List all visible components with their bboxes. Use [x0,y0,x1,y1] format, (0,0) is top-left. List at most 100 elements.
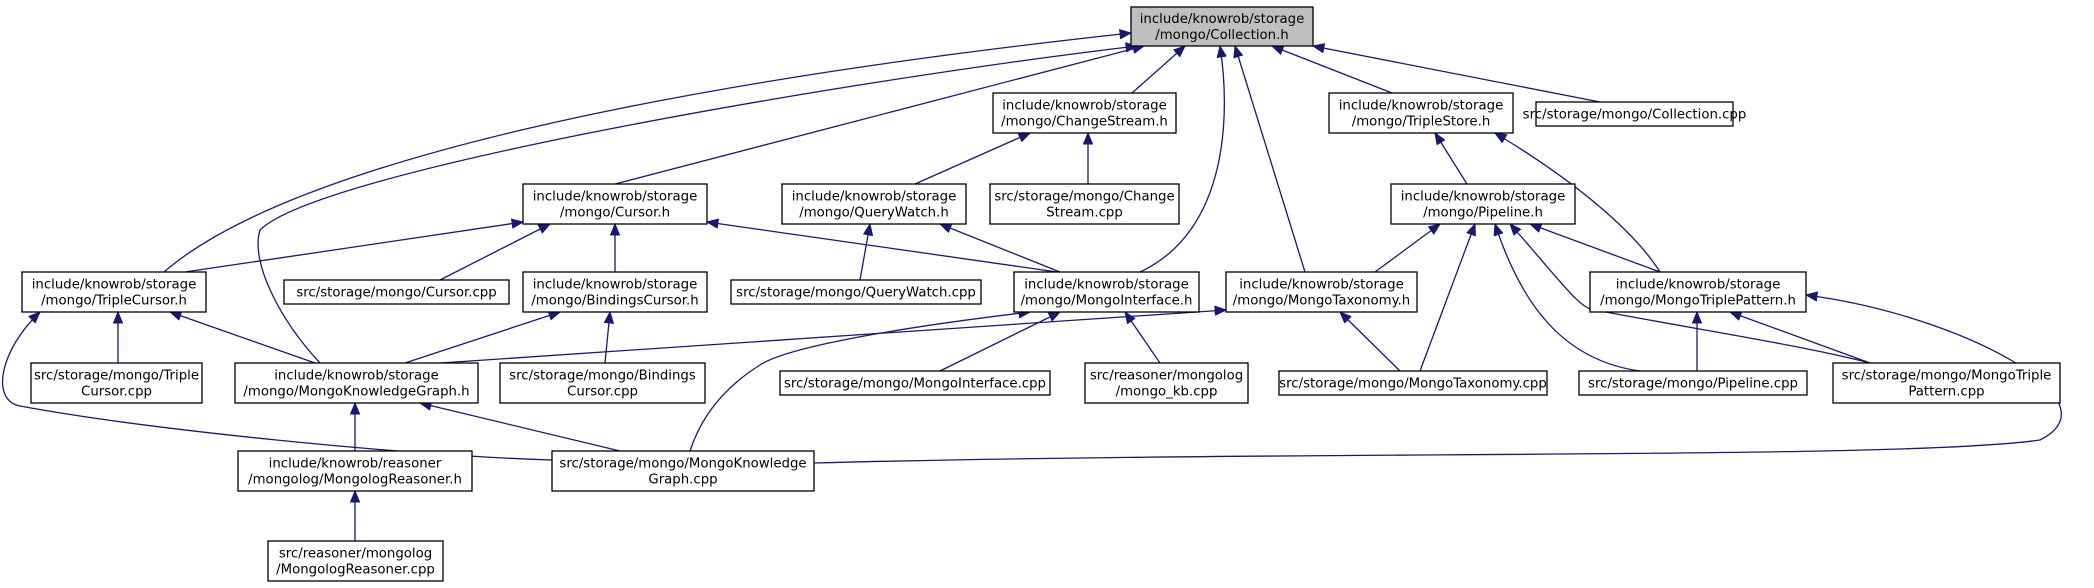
node-cursor-h[interactable]: include/knowrob/storage/mongo/Cursor.h [522,183,708,225]
node-triplestore-h[interactable]: include/knowrob/storage/mongo/TripleStor… [1328,92,1514,134]
edge-triplestore-h-to-mongotriplepattern-h [1495,133,1661,273]
node-box[interactable] [730,279,982,305]
edge-mongointerface-h-to-mongoknowledgegraph-cpp [689,312,1030,452]
node-mongoknowledgegraph-h[interactable]: include/knowrob/storage/mongo/MongoKnowl… [234,362,479,404]
node-box[interactable] [1832,362,2061,404]
node-mongologreasoner-h[interactable]: include/knowrob/reasoner/mongolog/Mongol… [237,450,473,492]
node-label-line: /mongo/BindingsCursor.h [531,294,698,309]
node-box[interactable] [1130,6,1314,47]
node-mongologreasoner-cpp[interactable]: src/reasoner/mongolog/MongologReasoner.c… [267,540,444,582]
node-label-line: include/knowrob/storage [1002,99,1167,114]
node-box[interactable] [21,271,207,313]
node-box[interactable] [30,362,203,404]
node-label-line: /mongo/TripleCursor.h [41,294,187,309]
node-label-line: src/storage/mongo/MongoKnowledge [559,457,806,472]
node-label-line: src/storage/mongo/Cursor.cpp [296,286,496,301]
node-label-line: /mongo/Collection.h [1155,28,1288,43]
node-box[interactable] [551,450,815,492]
node-label-line: src/storage/mongo/Pipeline.cpp [1588,377,1798,392]
node-box[interactable] [1013,271,1200,313]
node-changestream-cpp[interactable]: src/storage/mongo/ChangeStream.cpp [989,183,1180,225]
edge-collection-h-to-triplestore-h [1272,46,1393,94]
edge-collection-h-to-triplecursor-h [163,33,1131,273]
edge-pipeline-h-to-mongotaxonomy-cpp [1419,224,1475,372]
node-box[interactable] [283,279,510,305]
node-cursor-cpp[interactable]: src/storage/mongo/Cursor.cpp [283,279,510,305]
edge-mongoknowledgegraph-h-to-mongoknowledgegraph-cpp [420,403,621,452]
node-box[interactable] [1084,362,1249,404]
edge-cursor-h-to-triplecursor-h [184,222,523,273]
node-box[interactable] [1535,101,1734,127]
edge-collection-h-to-changestream-h [1131,46,1185,94]
edge-changestream-h-to-querywatch-h [914,132,1030,185]
node-querywatch-cpp[interactable]: src/storage/mongo/QueryWatch.cpp [730,279,982,305]
node-box[interactable] [989,183,1180,225]
node-label-line: /mongo/QueryWatch.h [799,206,949,221]
edge-collection-h-to-mongoknowledgegraph-h [257,46,1137,364]
node-pipeline-cpp[interactable]: src/storage/mongo/Pipeline.cpp [1578,370,1808,396]
edge-mongointerface-h-to-mongointerface-cpp [939,311,1060,372]
edge-querywatch-h-to-querywatch-cpp [859,224,870,281]
node-mongointerface-h[interactable]: include/knowrob/storage/mongo/MongoInter… [1013,271,1200,313]
node-label-line: src/storage/mongo/Change [994,190,1174,205]
node-label-line: /mongolog/MongologReasoner.h [248,473,462,488]
edge-mongotriplepattern-h-to-mongotriplepattern-cpp [1730,312,1871,364]
node-mongo-kb-cpp[interactable]: src/reasoner/mongolog/mongo_kb.cpp [1084,362,1249,404]
node-mongoknowledgegraph-cpp[interactable]: src/storage/mongo/MongoKnowledgeGraph.cp… [551,450,815,492]
node-label-line: include/knowrob/storage [1239,278,1404,293]
node-label-line: src/storage/mongo/Bindings [509,369,696,384]
node-collection-h[interactable]: include/knowrob/storage/mongo/Collection… [1130,6,1314,47]
node-label-line: /mongo/TripleStore.h [1352,115,1491,130]
node-label-line: Pattern.cpp [1908,385,1984,400]
node-box[interactable] [1578,370,1808,396]
node-box[interactable] [1589,271,1807,313]
node-label-line: include/knowrob/storage [1140,12,1305,27]
node-pipeline-h[interactable]: include/knowrob/storage/mongo/Pipeline.h [1390,183,1576,225]
node-querywatch-h[interactable]: include/knowrob/storage/mongo/QueryWatch… [781,183,967,225]
node-label-line: include/knowrob/storage [792,190,957,205]
node-label-line: /mongo/MongoTaxonomy.h [1233,294,1410,309]
node-box[interactable] [1390,183,1576,225]
node-bindingscursor-h[interactable]: include/knowrob/storage/mongo/BindingsCu… [522,271,708,313]
node-box[interactable] [1278,370,1548,396]
node-box[interactable] [779,370,1051,396]
node-label-line: include/knowrob/storage [533,278,698,293]
node-mongotaxonomy-cpp[interactable]: src/storage/mongo/MongoTaxonomy.cpp [1278,370,1548,396]
node-box[interactable] [237,450,473,492]
node-label-line: include/knowrob/storage [1401,190,1566,205]
edge-pipeline-h-to-mongotaxonomy-h [1374,224,1440,273]
node-box[interactable] [1328,92,1514,134]
node-mongotriplepattern-cpp[interactable]: src/storage/mongo/MongoTriplePattern.cpp [1832,362,2061,404]
node-label-line: src/storage/mongo/QueryWatch.cpp [736,286,976,301]
edge-mongotaxonomy-h-to-mongotaxonomy-cpp [1340,312,1401,372]
node-box[interactable] [522,271,708,313]
node-changestream-h[interactable]: include/knowrob/storage/mongo/ChangeStre… [992,92,1177,134]
node-label-line: include/knowrob/storage [274,369,439,384]
node-mongointerface-cpp[interactable]: src/storage/mongo/MongoInterface.cpp [779,370,1051,396]
nodes-layer: include/knowrob/storage/mongo/Collection… [21,6,2061,582]
edge-mongointerface-h-to-mongo-kb-cpp [1125,312,1161,364]
node-box[interactable] [234,362,479,404]
node-mongotaxonomy-h[interactable]: include/knowrob/storage/mongo/MongoTaxon… [1225,271,1418,313]
node-box[interactable] [267,540,444,582]
node-label-line: /MongologReasoner.cpp [276,563,435,578]
edge-pipeline-h-to-pipeline-cpp [1495,224,1641,372]
node-label-line: include/knowrob/storage [1616,278,1781,293]
node-label-line: src/storage/mongo/MongoTaxonomy.cpp [1279,377,1547,392]
node-box[interactable] [781,183,967,225]
node-box[interactable] [499,362,706,404]
node-box[interactable] [992,92,1177,134]
node-triplecursor-cpp[interactable]: src/storage/mongo/TripleCursor.cpp [30,362,203,404]
node-box[interactable] [522,183,708,225]
node-triplecursor-h[interactable]: include/knowrob/storage/mongo/TripleCurs… [21,271,207,313]
node-bindingscursor-cpp[interactable]: src/storage/mongo/BindingsCursor.cpp [499,362,706,404]
edge-bindingscursor-h-to-bindingscursor-cpp [605,312,610,364]
edge-querywatch-h-to-mongointerface-h [940,223,1061,273]
edge-collection-h-to-mongointerface-h [1139,46,1224,273]
node-label-line: include/knowrob/storage [1339,99,1504,114]
node-box[interactable] [1225,271,1418,313]
node-collection-cpp[interactable]: src/storage/mongo/Collection.cpp [1523,101,1747,127]
node-label-line: Stream.cpp [1046,206,1123,221]
node-label-line: Cursor.cpp [81,385,152,400]
node-mongotriplepattern-h[interactable]: include/knowrob/storage/mongo/MongoTripl… [1589,271,1807,313]
